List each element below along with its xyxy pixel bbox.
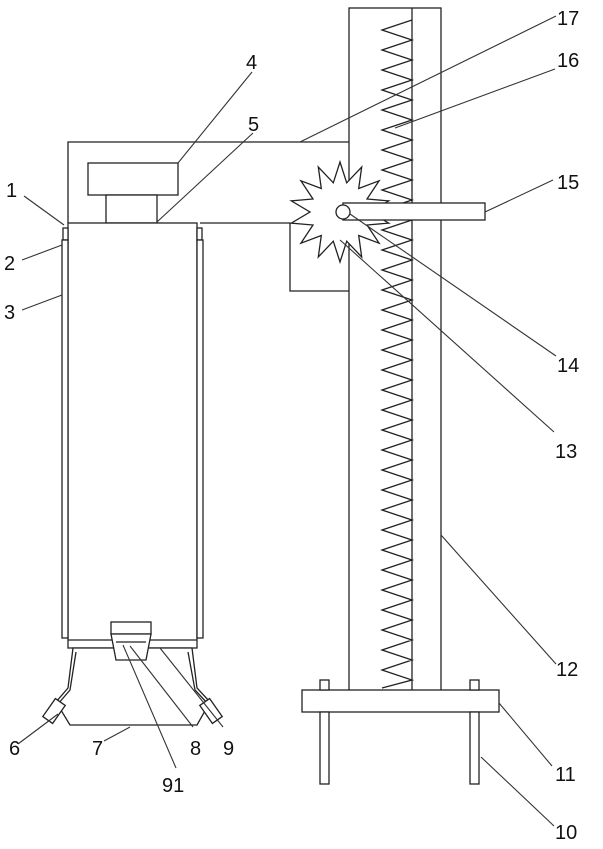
label-15: 15: [557, 172, 579, 194]
base-top-peg-right: [470, 680, 479, 690]
tube-body: [68, 223, 197, 648]
label-9: 9: [223, 738, 234, 760]
label-6: 6: [9, 738, 20, 760]
handle: [343, 203, 485, 220]
label-1: 1: [6, 180, 17, 202]
label-13: 13: [555, 441, 577, 463]
label-12: 12: [556, 659, 578, 681]
rail-left: [62, 240, 68, 638]
leg-right: [470, 712, 479, 784]
label-4: 4: [246, 52, 257, 74]
motor: [88, 163, 178, 195]
label-91: 91: [162, 775, 184, 797]
label-7: 7: [92, 738, 103, 760]
coupling: [106, 195, 157, 223]
main-tube: [62, 223, 203, 648]
leg-left: [320, 712, 329, 784]
valve: [111, 622, 151, 660]
label-17: 17: [557, 8, 579, 30]
label-16: 16: [557, 50, 579, 72]
side-clip-left: [43, 699, 65, 724]
rail-right-top: [197, 228, 202, 240]
label-3: 3: [4, 302, 15, 324]
axle: [336, 205, 350, 219]
rail-right: [197, 240, 203, 638]
label-14: 14: [557, 355, 579, 377]
base: [302, 680, 499, 784]
rail-left-top: [63, 228, 68, 240]
base-top-peg-left: [320, 680, 329, 690]
base-plate: [302, 690, 499, 712]
label-5: 5: [248, 114, 259, 136]
label-11: 11: [555, 764, 576, 786]
label-2: 2: [4, 253, 15, 275]
label-10: 10: [555, 822, 577, 844]
label-8: 8: [190, 738, 201, 760]
